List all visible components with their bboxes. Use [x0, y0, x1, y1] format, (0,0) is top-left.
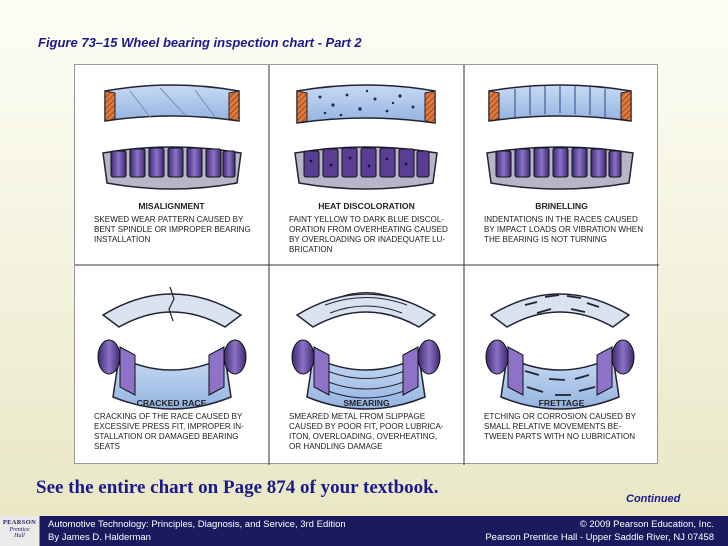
chart-cell-smearing: SMEARING SMEARED METAL FROM SLIPPAGE CAU… [270, 265, 463, 465]
cell-description: CRACKING OF THE RACE CAUSED BY EXCESSIVE… [94, 412, 270, 452]
cell-title: BRINELLING [535, 201, 588, 211]
cell-title: SMEARING [343, 398, 390, 408]
brinelling-illustration [486, 84, 634, 190]
cell-title: CRACKED RACE [136, 398, 207, 408]
desc-line: OR HANDLING DAMAGE [289, 442, 383, 452]
desc-line: BRICATION [289, 245, 333, 255]
frettage-illustration [485, 293, 635, 410]
desc-line: SMALL RELATIVE MOVEMENTS BE- [484, 422, 622, 432]
misalignment-illustration [102, 84, 242, 190]
chart-cell-misalignment: MISALIGNMENT SKEWED WEAR PATTERN CAUSED … [75, 65, 268, 265]
desc-line: BENT SPINDLE OR IMPROPER BEARING [94, 225, 251, 235]
desc-line: SKEWED WEAR PATTERN CAUSED BY [94, 215, 244, 224]
cracked-race-illustration [97, 286, 247, 410]
desc-line: ITON, OVERLOADING, OVERHEATING, [289, 432, 438, 442]
textbook-reference-note: See the entire chart on Page 874 of your… [36, 477, 439, 498]
desc-line: CRACKING OF THE RACE CAUSED BY [94, 412, 243, 421]
desc-line: BY OVERLOADING OR INADEQUATE LU- [289, 235, 446, 245]
chart-cell-heat-discoloration: HEAT DISCOLORATION FAINT YELLOW TO DARK … [270, 65, 463, 265]
chart-cell-cracked-race: CRACKED RACE CRACKING OF THE RACE CAUSED… [75, 265, 268, 465]
smearing-illustration [291, 292, 441, 410]
continued-label: Continued [626, 493, 681, 505]
desc-line: CAUSED BY POOR FIT, POOR LUBRICA- [289, 422, 444, 432]
chart-cell-brinelling: BRINELLING INDENTATIONS IN THE RACES CAU… [465, 65, 658, 265]
cell-description: ETCHING OR CORROSION CAUSED BY SMALL REL… [484, 412, 660, 442]
book-title: Automotive Technology: Principles, Diagn… [48, 519, 346, 530]
chart-cell-frettage: FRETTAGE ETCHING OR CORROSION CAUSED BY … [465, 265, 658, 465]
desc-line: TWEEN PARTS WITH NO LUBRICATION [484, 432, 636, 442]
desc-line: SEATS [94, 442, 120, 452]
cell-description: INDENTATIONS IN THE RACES CAUSED BY IMPA… [484, 215, 660, 245]
pearson-logo: PEARSON Prentice Hall [0, 516, 40, 546]
desc-line: SMEARED METAL FROM SLIPPAGE [289, 412, 426, 421]
desc-line: FAINT YELLOW TO DARK BLUE DISCOL- [289, 215, 445, 224]
cell-description: SMEARED METAL FROM SLIPPAGE CAUSED BY PO… [289, 412, 465, 452]
figure-title: Figure 73–15 Wheel bearing inspection ch… [38, 35, 362, 50]
cell-title: FRETTAGE [538, 398, 585, 408]
footer-copyright: © 2009 Pearson Education, Inc. Pearson P… [485, 519, 714, 544]
desc-line: INSTALLATION [94, 235, 151, 245]
footer-book-info: Automotive Technology: Principles, Diagn… [48, 519, 346, 544]
heat-discoloration-illustration [294, 84, 438, 190]
cell-description: SKEWED WEAR PATTERN CAUSED BY BENT SPIND… [94, 215, 270, 245]
copyright-line: © 2009 Pearson Education, Inc. [579, 519, 714, 530]
publisher-line: Pearson Prentice Hall - Upper Saddle Riv… [485, 531, 714, 543]
desc-line: STALLATION OR DAMAGED BEARING [94, 432, 239, 442]
chart-illustrations [75, 65, 659, 465]
book-author: By James D. Halderman [48, 531, 151, 543]
bearing-inspection-chart: MISALIGNMENT SKEWED WEAR PATTERN CAUSED … [74, 64, 659, 465]
cell-title: HEAT DISCOLORATION [318, 201, 415, 211]
logo-line: PEARSON [2, 519, 37, 526]
logo-line: Hall [14, 533, 25, 539]
cell-title: MISALIGNMENT [138, 201, 205, 211]
footer-bar: PEARSON Prentice Hall Automotive Technol… [0, 516, 728, 546]
desc-line: THE BEARING IS NOT TURNING [484, 235, 607, 245]
cell-description: FAINT YELLOW TO DARK BLUE DISCOL- ORATIO… [289, 215, 465, 255]
desc-line: EXCESSIVE PRESS FIT, IMPROPER IN- [94, 422, 244, 432]
desc-line: INDENTATIONS IN THE RACES CAUSED [484, 215, 638, 224]
desc-line: ETCHING OR CORROSION CAUSED BY [484, 412, 636, 421]
desc-line: BY IMPACT LOADS OR VIBRATION WHEN [484, 225, 644, 235]
desc-line: ORATION FROM OVERHEATING CAUSED [289, 225, 448, 235]
logo-line: Prentice [9, 527, 30, 533]
